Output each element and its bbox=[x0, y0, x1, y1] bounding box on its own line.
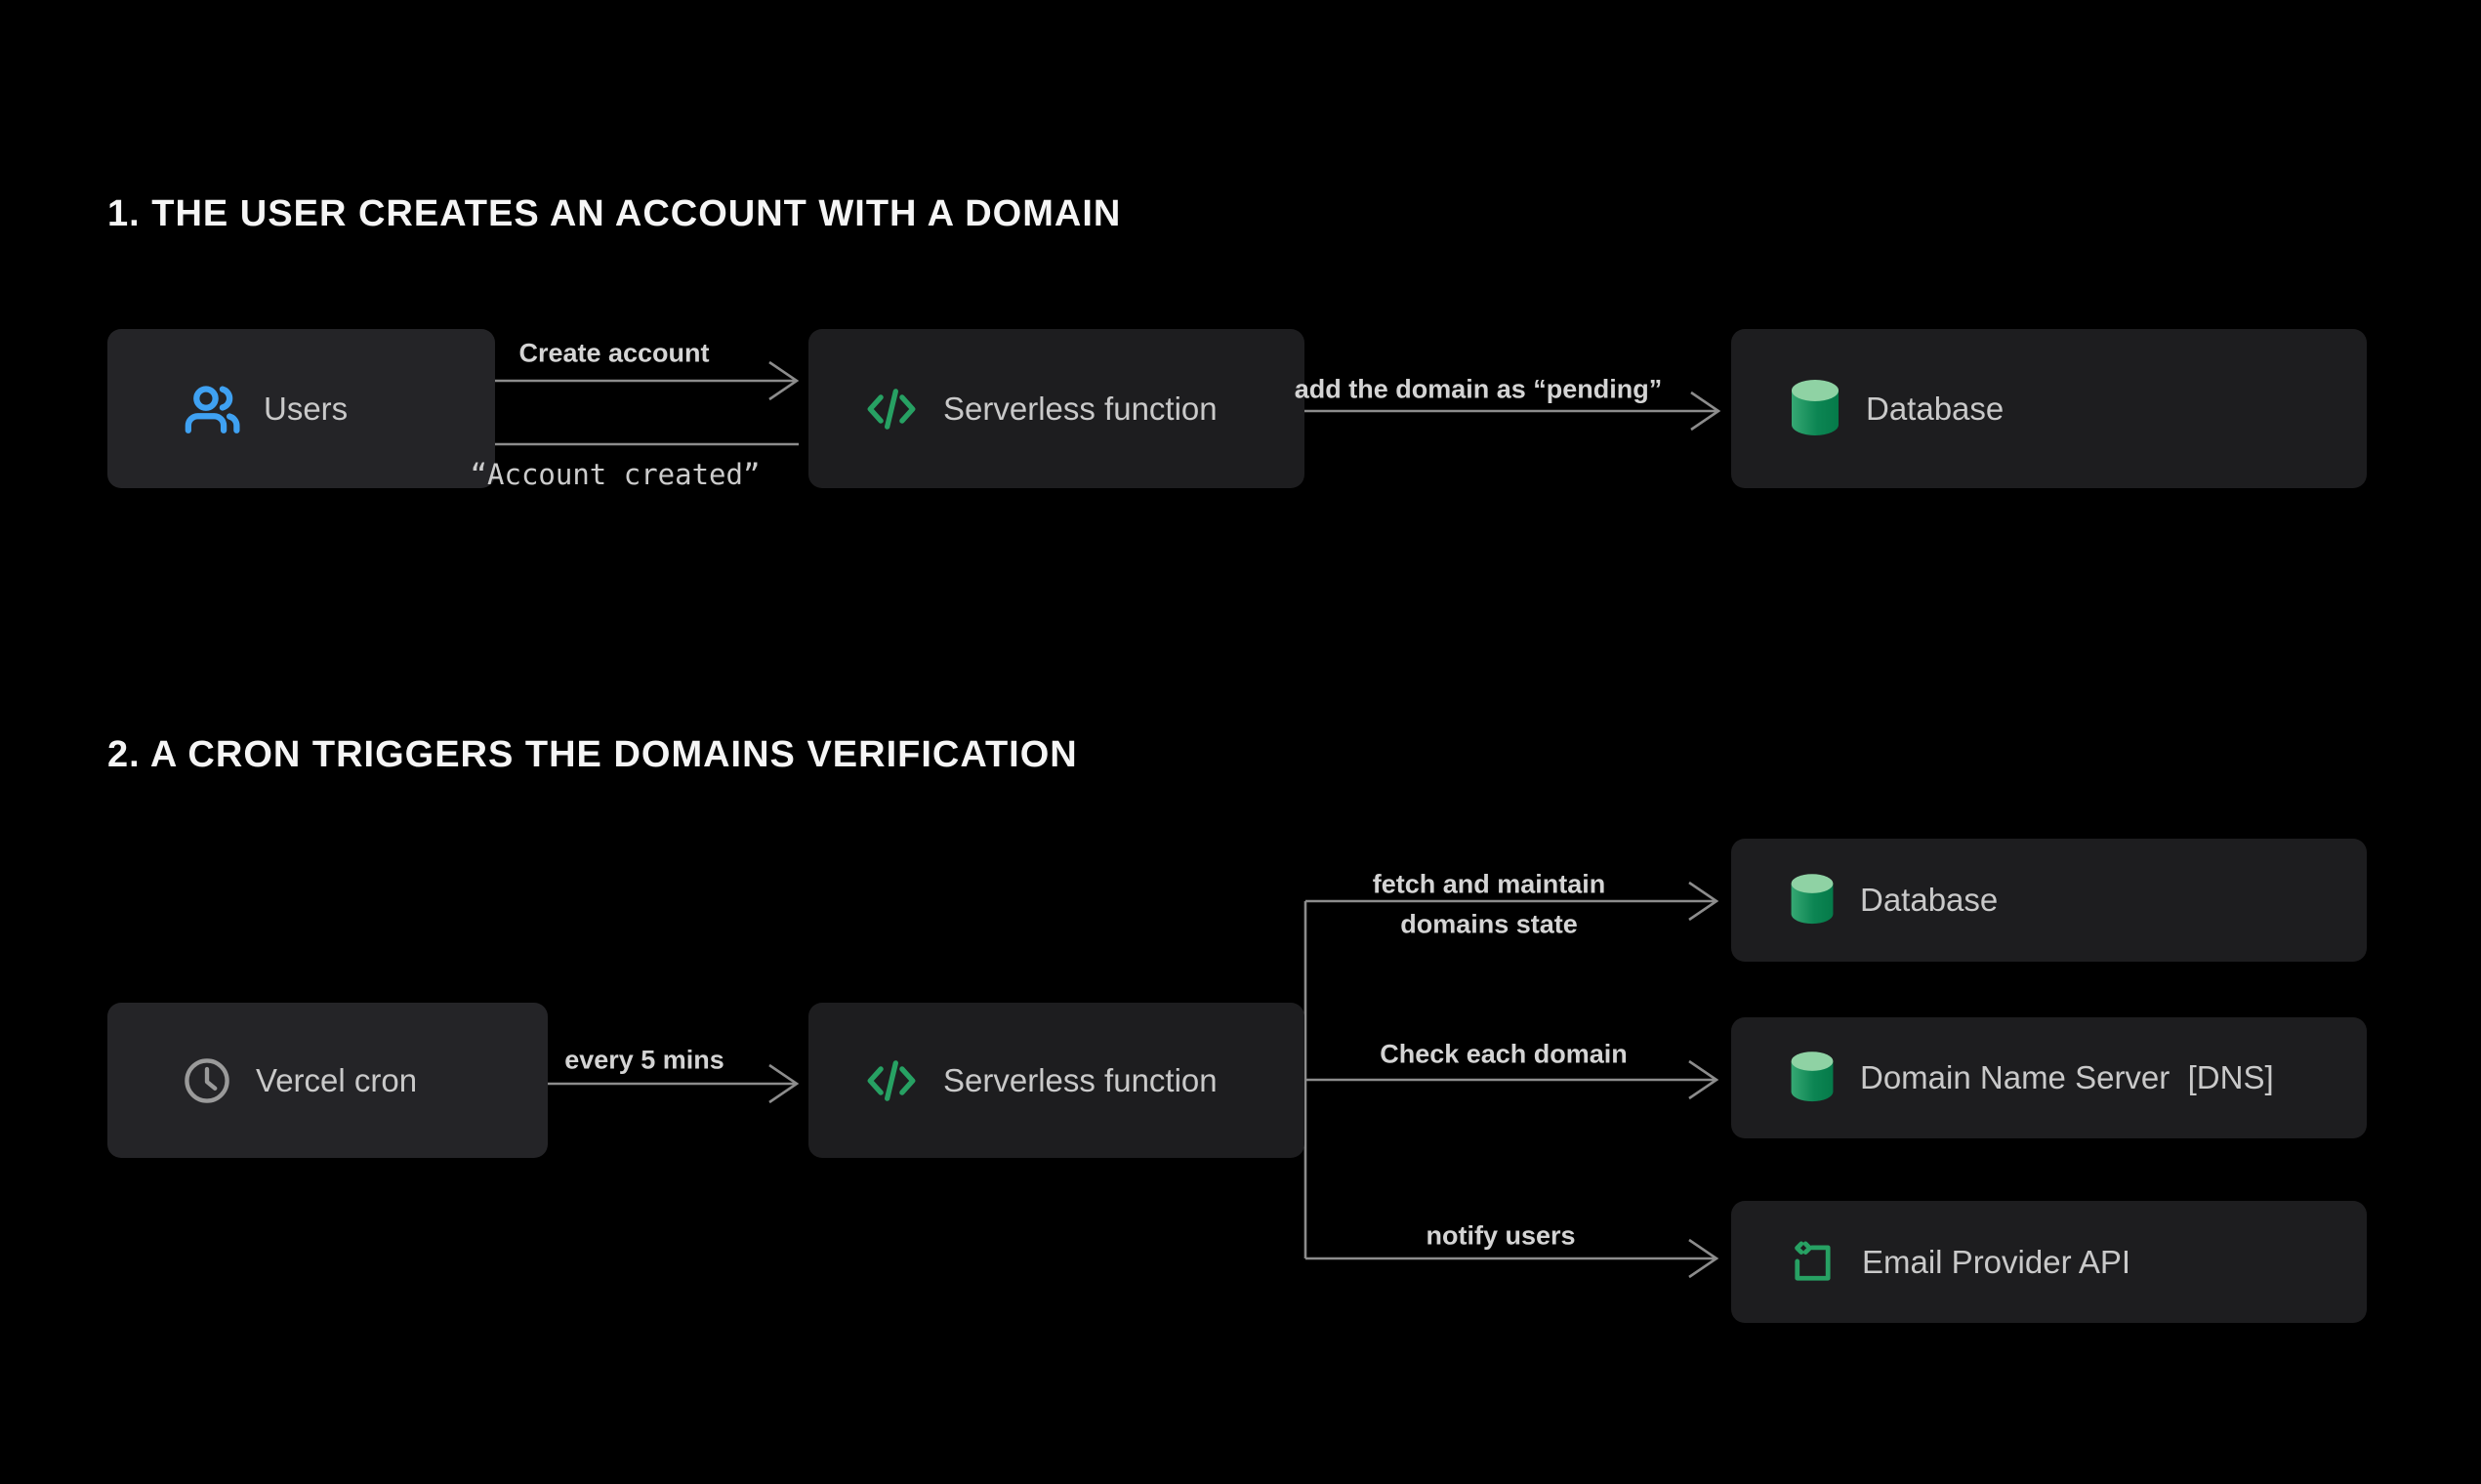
edge-label-fetch-line1: fetch and maintain bbox=[1372, 869, 1606, 899]
node-serverless-2-label: Serverless function bbox=[943, 1061, 1218, 1098]
arrowhead-right-icon bbox=[768, 1063, 800, 1104]
node-serverless-1: Serverless function bbox=[808, 329, 1304, 488]
node-database-1-label: Database bbox=[1866, 390, 2005, 427]
clock-icon bbox=[182, 1055, 232, 1106]
database-icon bbox=[1788, 1051, 1837, 1105]
node-users: Users bbox=[107, 329, 495, 488]
api-code-icon bbox=[1788, 1237, 1839, 1288]
edge-label-notify-users: notify users bbox=[1426, 1220, 1576, 1251]
node-users-label: Users bbox=[264, 390, 349, 427]
edge-branch bbox=[1233, 881, 1719, 1279]
node-database-2: Database bbox=[1731, 839, 2367, 962]
node-dns-label: Domain Name Server [DNS] bbox=[1860, 1059, 2274, 1095]
users-icon bbox=[184, 381, 240, 437]
node-serverless-2: Serverless function bbox=[808, 1003, 1304, 1158]
code-icon bbox=[863, 1052, 920, 1109]
edge-label-fetch-line2: domains state bbox=[1400, 909, 1578, 939]
code-icon bbox=[863, 381, 920, 437]
node-serverless-1-label: Serverless function bbox=[943, 390, 1218, 427]
edge-label-check-domain: Check each domain bbox=[1380, 1039, 1628, 1069]
arrowhead-right-icon bbox=[768, 360, 800, 401]
node-email-provider-label: Email Provider API bbox=[1862, 1243, 2131, 1280]
edge-label-account-created: “Account created” bbox=[470, 458, 761, 491]
node-vercel-cron: Vercel cron bbox=[107, 1003, 548, 1158]
edge-label-every-5-mins: every 5 mins bbox=[564, 1045, 724, 1075]
node-email-provider: Email Provider API bbox=[1731, 1201, 2367, 1323]
section-1-title: 1. THE USER CREATES AN ACCOUNT WITH A DO… bbox=[107, 193, 1122, 234]
section-2-title: 2. A CRON TRIGGERS THE DOMAINS VERIFICAT… bbox=[107, 734, 1078, 775]
arrowhead-right-icon bbox=[1690, 391, 1721, 432]
database-icon bbox=[1788, 873, 1837, 928]
node-database-1: Database bbox=[1731, 329, 2367, 488]
node-vercel-cron-label: Vercel cron bbox=[256, 1061, 418, 1098]
arrowhead-right-icon bbox=[1688, 1238, 1719, 1279]
node-database-2-label: Database bbox=[1860, 882, 1999, 918]
database-icon bbox=[1788, 379, 1842, 439]
arrowhead-right-icon bbox=[1688, 1059, 1719, 1100]
arrowhead-right-icon bbox=[1688, 881, 1719, 922]
edge-label-create-account: Create account bbox=[518, 338, 710, 368]
node-dns: Domain Name Server [DNS] bbox=[1731, 1017, 2367, 1138]
edge-label-add-pending: add the domain as “pending” bbox=[1294, 374, 1663, 404]
